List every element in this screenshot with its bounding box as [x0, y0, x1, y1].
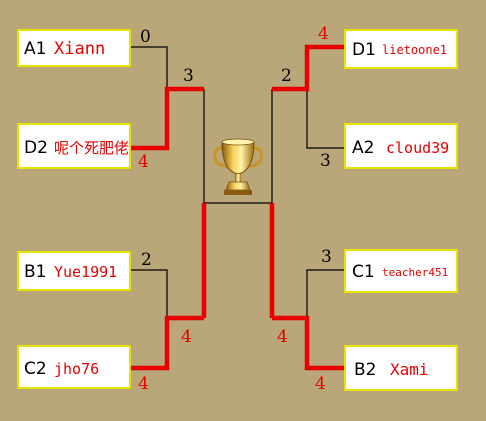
- line-a2: [306, 89, 345, 149]
- seed-label: A2: [352, 138, 374, 158]
- player-box-c2[interactable]: C2 jho76: [17, 345, 131, 389]
- player-name: jho76: [54, 360, 99, 378]
- score-d2: 4: [138, 152, 149, 172]
- seed-label: B2: [354, 360, 376, 380]
- player-box-d1[interactable]: D1 lietoone1: [344, 29, 458, 69]
- line-a1: [130, 46, 168, 89]
- player-box-b2[interactable]: B2 Xami: [344, 345, 458, 391]
- loser-lines: [130, 46, 345, 318]
- player-name: Xiann: [54, 39, 105, 59]
- score-d1: 4: [318, 24, 329, 44]
- score-c2: 4: [138, 374, 149, 394]
- seed-label: D1: [352, 40, 376, 60]
- player-name: Yue1991: [54, 263, 117, 281]
- score-right-semi-bottom: 4: [277, 327, 288, 347]
- player-name: 呢个死肥佬: [54, 139, 129, 157]
- seed-label: A1: [24, 39, 46, 59]
- seed-label: C1: [352, 262, 375, 282]
- player-name: teacher451: [382, 266, 448, 279]
- score-a1: 0: [140, 27, 151, 47]
- player-name: Xami: [390, 360, 429, 379]
- winner-lines: [130, 44, 345, 371]
- seed-label: D2: [24, 138, 48, 158]
- score-b2: 4: [315, 374, 326, 394]
- seed-label: B1: [24, 262, 46, 282]
- line-b1: [130, 269, 168, 318]
- score-left-semi-top: 3: [183, 66, 194, 86]
- player-box-b1[interactable]: B1 Yue1991: [17, 251, 131, 291]
- line-c2-win: [130, 315, 204, 371]
- seed-label: C2: [24, 359, 47, 379]
- line-d1-win: [272, 44, 345, 92]
- trophy-icon: [213, 134, 263, 200]
- player-name: cloud39: [386, 139, 449, 157]
- score-c1: 3: [321, 247, 332, 267]
- line-d2-win: [130, 86, 204, 151]
- score-b1: 2: [141, 250, 152, 270]
- player-box-a2[interactable]: A2 cloud39: [344, 123, 458, 169]
- scores: 0 4 2 4 4 3 3 4 3 4 2 4: [138, 24, 332, 394]
- player-box-d2[interactable]: D2 呢个死肥佬: [17, 123, 131, 169]
- line-c1: [306, 269, 345, 318]
- line-b2-win: [272, 315, 345, 371]
- player-box-a1[interactable]: A1 Xiann: [17, 29, 131, 67]
- score-left-semi-bottom: 4: [181, 327, 192, 347]
- score-right-semi-top: 2: [281, 66, 292, 86]
- player-name: lietoone1: [382, 43, 447, 57]
- score-a2: 3: [320, 151, 331, 171]
- player-box-c1[interactable]: C1 teacher451: [344, 249, 458, 293]
